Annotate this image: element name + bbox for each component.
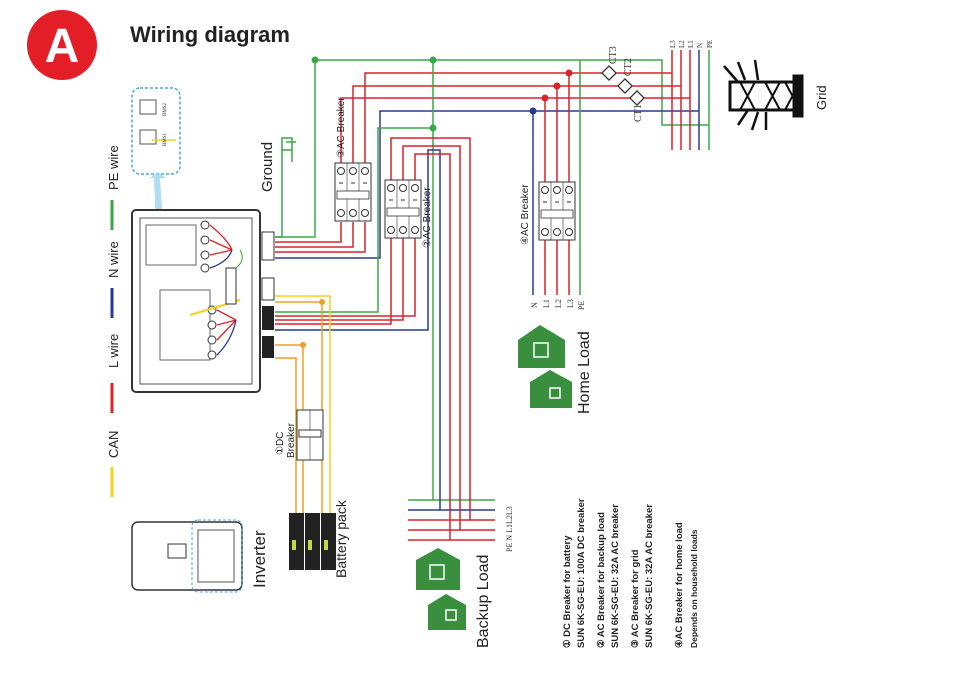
grid-label: Grid — [814, 85, 829, 110]
home-terminal-labels: N L1 L2 L3 PE — [530, 299, 586, 310]
inverter-wiring-box — [131, 209, 275, 393]
backup-load-wiring — [275, 60, 495, 541]
home-terminal-pe: PE — [577, 301, 586, 310]
legend-l-label: L wire — [106, 334, 121, 368]
home-terminal-l1: L1 — [542, 299, 551, 308]
home-terminal-l3: L3 — [566, 299, 575, 308]
ct-clamps — [601, 65, 645, 106]
note-1-detail: SUN 6K-SG-EU: 100A DC breaker — [576, 498, 587, 648]
note-4-title: ④AC Breaker for home load — [674, 522, 685, 648]
note-4-detail: Depends on household loads — [689, 529, 699, 648]
legend-n-label: N wire — [106, 241, 121, 278]
badge-letter: A — [45, 20, 80, 73]
grid-tower-icon — [723, 59, 804, 131]
home-terminal-n: N — [530, 302, 539, 308]
breaker-1-label-2: Breaker — [286, 422, 297, 458]
wire-legend: PE wire N wire L wire CAN — [106, 145, 121, 497]
breaker-3-label: ③AC Breaker — [336, 97, 347, 158]
ac-breaker-4 — [538, 181, 576, 241]
home-load-wiring — [532, 60, 581, 295]
backup-load-label: Backup Load — [475, 555, 492, 648]
grid-terminal-labels: L3 L2 L1 N PE — [669, 40, 714, 48]
battery-wiring — [275, 295, 331, 515]
note-2-title: ② AC Breaker for backup load — [596, 512, 607, 648]
ground-label: Ground — [259, 142, 276, 192]
ground-symbol — [275, 137, 296, 238]
dc-breaker-1 — [296, 409, 324, 461]
ct2-label: CT2 — [623, 58, 634, 76]
ac-breaker-3 — [334, 162, 372, 222]
home-load-label: Home Load — [576, 331, 593, 414]
note-3-title: ③ AC Breaker for grid — [630, 549, 641, 648]
legend-can-label: CAN — [106, 431, 121, 458]
junction-dots — [311, 56, 573, 132]
ct3-label: CT3 — [608, 46, 619, 64]
ct1-label: CT1 — [633, 104, 644, 122]
section-badge: A — [27, 10, 97, 80]
grid-terminal-l3: L3 — [669, 40, 677, 48]
note-3-detail: SUN 6K-SG-EU: 32A AC breaker — [644, 504, 655, 648]
grid-terminal-pe: PE — [706, 40, 714, 48]
home-load-house-icon — [518, 325, 572, 408]
page-title: Wiring diagram — [130, 22, 290, 47]
backup-load-house-icon — [416, 548, 466, 630]
battery-pack-label: Battery pack — [333, 499, 349, 578]
grid-terminal-l1: L1 — [687, 40, 695, 48]
backup-terminal-labels: PE N L1L2L3 — [505, 506, 514, 552]
grid-wiring — [275, 50, 710, 259]
note-2-detail: SUN 6K-SG-EU: 32A AC breaker — [610, 504, 621, 648]
bms1-port-label: BMS1 — [163, 132, 168, 146]
home-terminal-l2: L2 — [554, 299, 563, 308]
ac-breaker-2 — [384, 179, 422, 239]
breaker-notes: ① DC Breaker for battery SUN 6K-SG-EU: 1… — [562, 498, 699, 648]
inverter-icon — [131, 519, 243, 593]
battery-pack-icon — [289, 513, 336, 570]
bms2-port-label: BMS2 — [163, 102, 168, 116]
grid-terminal-n: N — [696, 43, 704, 48]
legend-pe-label: PE wire — [106, 145, 121, 190]
breaker-1-label: ①DC — [275, 432, 286, 455]
inverter-label: Inverter — [250, 530, 269, 588]
note-1-title: ① DC Breaker for battery — [562, 535, 573, 648]
breaker-2-label: ②AC Breaker — [422, 187, 433, 248]
grid-terminal-l2: L2 — [678, 40, 686, 48]
breaker-4-label: ④AC Breaker — [520, 184, 531, 245]
